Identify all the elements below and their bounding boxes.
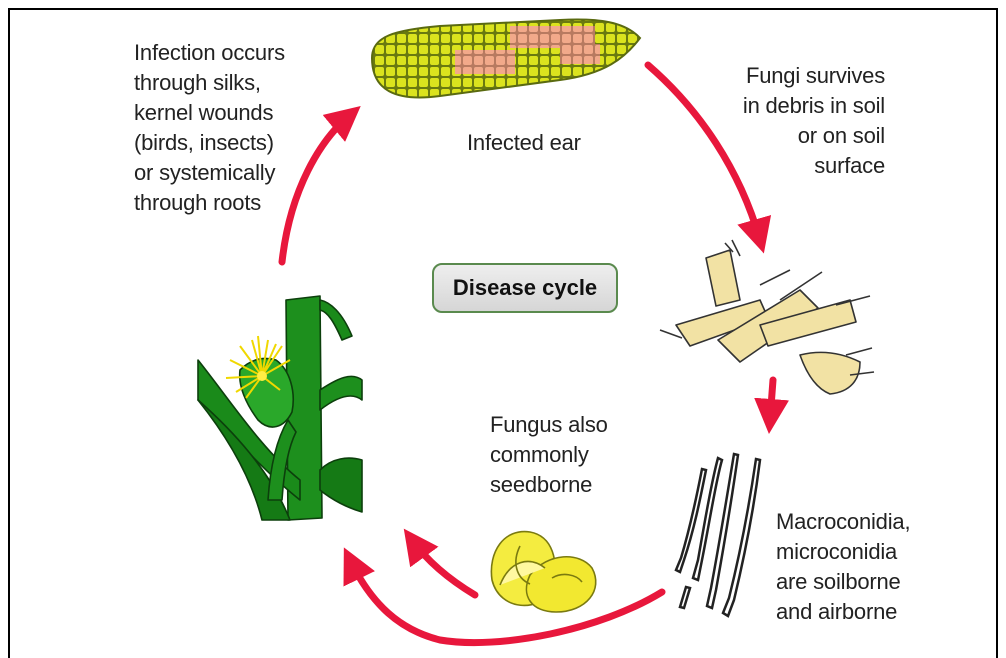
arrow-plant-to-ear bbox=[282, 115, 350, 262]
crop-debris-icon bbox=[660, 240, 874, 394]
disease-cycle-title: Disease cycle bbox=[432, 263, 618, 313]
infected-ear-label: Infected ear bbox=[467, 128, 581, 158]
seed-icon bbox=[491, 532, 595, 612]
corn-plant-icon bbox=[198, 296, 362, 520]
arrow-debris-to-conidia bbox=[770, 380, 773, 420]
corn-ear-icon bbox=[372, 20, 640, 98]
conidia-label: Macroconidia, microconidia are soilborne… bbox=[776, 507, 910, 627]
infection-label: Infection occurs through silks, kernel w… bbox=[134, 38, 285, 218]
conidia-spores-icon bbox=[676, 454, 760, 616]
seedborne-label: Fungus also commonly seedborne bbox=[490, 410, 608, 500]
arrow-seed-to-plant bbox=[412, 540, 475, 595]
fungi-survives-label: Fungi survives in debris in soil or on s… bbox=[735, 61, 885, 181]
